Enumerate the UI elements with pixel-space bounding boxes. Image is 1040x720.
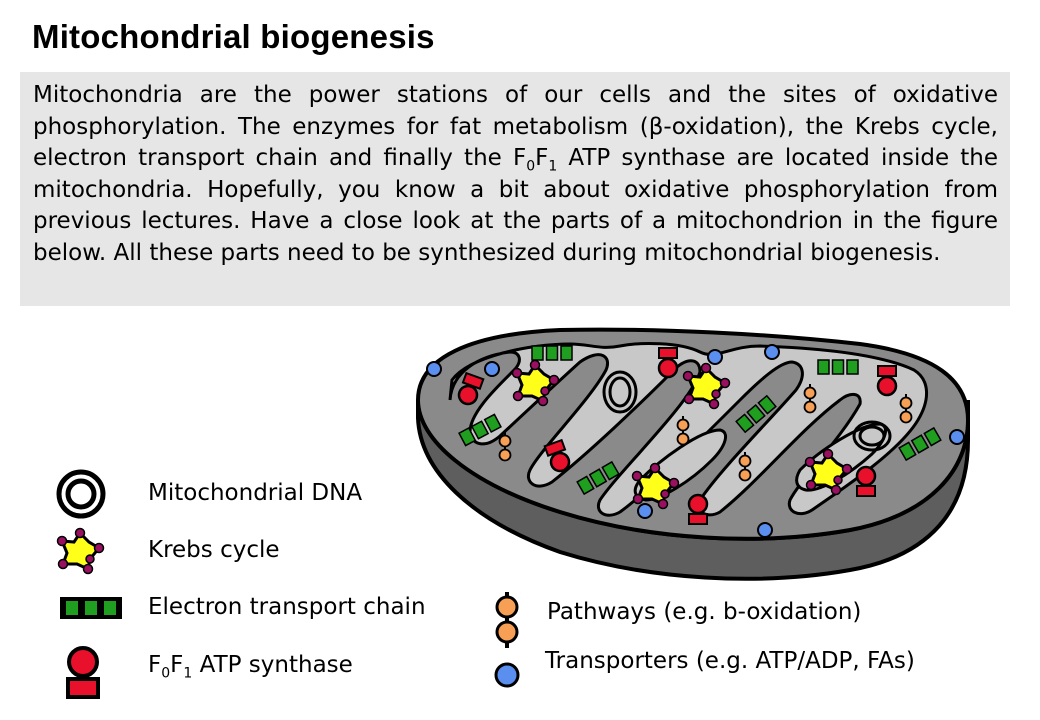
legend-krebs-cycle-icon (56, 527, 105, 575)
atp-synthase-icon (687, 493, 709, 526)
transporter-icon (426, 361, 442, 377)
transporter-icon (757, 522, 773, 538)
mitochondrion (415, 327, 971, 581)
mtdna-icon (858, 425, 886, 447)
transporter-icon (764, 344, 780, 360)
legend-label-transporters: Transporters (e.g. ATP/ADP, FAs) (545, 648, 915, 674)
legend-pathway-icon (495, 592, 519, 648)
etc-icon (817, 359, 859, 375)
atp-synthase-icon (657, 346, 679, 379)
legend-label-dna: Mitochondrial DNA (148, 480, 363, 506)
legend-transporter-icon (494, 662, 520, 688)
page-title: Mitochondrial biogenesis (32, 18, 435, 55)
transporter-icon (707, 349, 723, 365)
legend-etc-icon (60, 597, 122, 619)
legend-label-pathways: Pathways (e.g. b-oxidation) (547, 599, 862, 625)
legend-label-krebs: Krebs cycle (148, 537, 280, 563)
legend-atp-synthase-icon (66, 646, 100, 699)
atp-synthase-icon (876, 364, 898, 397)
legend-mtdna-icon (56, 469, 106, 519)
matrix-cristae (448, 342, 928, 517)
transporter-icon (484, 361, 500, 377)
mtdna-icon (608, 376, 632, 408)
transporter-icon (949, 429, 965, 445)
mtdna-icon (602, 370, 638, 414)
transporter-icon (637, 503, 653, 519)
legend-label-atp: F0F1 ATP synthase (148, 652, 353, 682)
intro-paragraph: Mitochondria are the power stations of o… (20, 72, 1010, 306)
atp-synthase-icon (855, 465, 877, 498)
legend-label-etc: Electron transport chain (148, 594, 426, 620)
etc-icon (531, 345, 573, 361)
mtdna-icon (852, 420, 892, 452)
